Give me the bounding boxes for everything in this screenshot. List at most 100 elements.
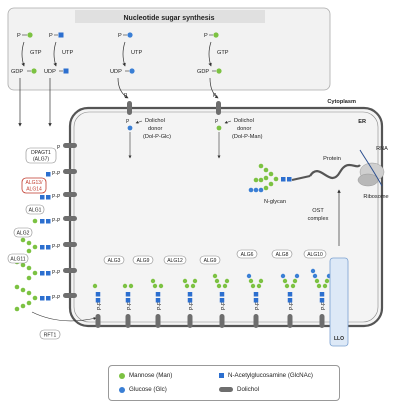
- svg-text:ALG13/: ALG13/: [26, 180, 44, 186]
- glcnac-icon: [253, 292, 259, 297]
- sugar-icon: [212, 273, 218, 279]
- sugar-icon: [92, 283, 98, 289]
- dolichol-anchor: [155, 314, 161, 328]
- svg-text:RFT1: RFT1: [44, 333, 57, 339]
- p-label-1: P: [17, 33, 21, 39]
- enzyme-dpagt1: DPAGT1 (ALG7): [25, 147, 57, 164]
- sugar-icon: [250, 283, 256, 289]
- svg-text:ALG11: ALG11: [10, 257, 25, 263]
- n-glycan-attached: [248, 163, 292, 193]
- enzyme-row: ALG3 ALG9 ALG12 ALG9 ALG6 ALG8 ALG10: [103, 249, 327, 265]
- svg-text:P-P: P-P: [52, 295, 61, 301]
- sugar-icon: [292, 278, 298, 284]
- glcnac-icon: [319, 298, 325, 303]
- ribosome-label: Ribosome: [363, 194, 388, 200]
- sugar-icon: [152, 283, 158, 289]
- glc-donor-line1: Dolichol: [145, 118, 165, 124]
- sugar-icon: [248, 278, 254, 284]
- p-label-4: P: [204, 33, 208, 39]
- sugar-icon: [258, 278, 264, 284]
- sugar-icon: [192, 278, 198, 284]
- enzyme-alg6: ALG6: [241, 252, 254, 258]
- glcnac-icon: [219, 298, 225, 303]
- svg-text:P: P: [126, 119, 130, 125]
- man-donor-line3: (Dol-P-Man): [232, 134, 263, 140]
- svg-text:P-P: P-P: [52, 244, 61, 250]
- mannose-icon: [213, 32, 219, 38]
- svg-text:P: P: [215, 119, 219, 125]
- ost-label-2: complex: [308, 216, 329, 222]
- dol-p-man-donor: P P Dolichol donor (Dol-P-Man): [213, 93, 263, 159]
- svg-text:P: P: [213, 93, 217, 99]
- legend: Mannose (Man) N-Acetylglucosamine (GlcNA…: [108, 365, 340, 401]
- legend-glucose: Glucose (Glc): [119, 386, 167, 393]
- synthesis-panel: Nucleotide sugar synthesis P GTP GDP P U…: [7, 7, 331, 91]
- sugar-icon: [314, 278, 320, 284]
- sugar-icon: [224, 278, 230, 284]
- pp-label: P-P: [189, 301, 195, 310]
- sugar-icon: [246, 273, 252, 279]
- sugar-icon: [190, 283, 196, 289]
- flip-arrow: [31, 311, 97, 322]
- glcnac-icon: [253, 298, 259, 303]
- sugar-icon: [150, 278, 156, 284]
- synthesis-arrows: [18, 77, 219, 127]
- dolichol-anchor: [219, 314, 225, 328]
- sugar-icon: [182, 278, 188, 284]
- glucose-icon: [127, 32, 133, 38]
- left-dolichols: [63, 143, 77, 298]
- n-glycan-label: N-glycan: [264, 199, 286, 205]
- mannose-icon: [119, 372, 125, 379]
- rna-strand: [359, 149, 383, 187]
- enzyme-alg1: ALG1: [25, 204, 45, 215]
- er-label: ER: [358, 119, 366, 125]
- sugar-icon: [322, 283, 328, 289]
- legend-mannose: Mannose (Man): [119, 372, 172, 379]
- sugar-icon: [284, 283, 290, 289]
- cytoplasm-label: Cytoplasm: [327, 99, 356, 105]
- enzyme-alg13-alg14: ALG13/ ALG14: [21, 177, 47, 194]
- enzyme-alg9b: ALG9: [204, 258, 217, 264]
- pp-label: P-P: [157, 301, 163, 310]
- dolichol-anchor: [253, 314, 259, 328]
- svg-text:P-P: P-P: [52, 194, 61, 200]
- sugar-icon: [216, 283, 222, 289]
- enzyme-alg2: ALG2: [13, 227, 33, 238]
- sugar-icon: [316, 283, 322, 289]
- udp-label-2: UDP: [110, 69, 122, 75]
- mannose-icon: [216, 125, 222, 131]
- sugar-icon: [222, 283, 228, 289]
- sugar-icon: [294, 273, 300, 279]
- enzyme-alg3: ALG3: [108, 258, 121, 264]
- enzyme-alg11: ALG11: [7, 253, 29, 264]
- glcnac-icon: [155, 298, 161, 303]
- glcnac-icon: [287, 292, 293, 297]
- svg-text:P: P: [124, 93, 128, 99]
- sugar-icon: [158, 283, 164, 289]
- utp-label-2: UTP: [131, 50, 142, 56]
- glc-donor-line2: donor: [148, 126, 162, 132]
- glucose-icon: [129, 68, 135, 74]
- glcnac-icon: [219, 373, 224, 378]
- man-donor-line1: Dolichol: [234, 118, 254, 124]
- protein-label: Protein: [323, 156, 341, 162]
- sugar-icon: [312, 273, 318, 279]
- dolichol-anchor: [125, 314, 131, 328]
- sugar-icon: [290, 283, 296, 289]
- mannose-icon: [27, 32, 33, 38]
- enzyme-alg9a: ALG9: [137, 258, 150, 264]
- enzyme-alg8: ALG8: [276, 252, 289, 258]
- sugar-icon: [128, 283, 134, 289]
- gtp-label-1: GTP: [30, 50, 42, 56]
- svg-text:P-P: P-P: [52, 218, 61, 224]
- glcnac-icon: [219, 292, 225, 297]
- glcnac-icon: [125, 298, 131, 303]
- pp-label: P-P: [221, 301, 227, 310]
- svg-text:(ALG7): (ALG7): [33, 157, 49, 163]
- svg-text:ALG1: ALG1: [29, 208, 42, 214]
- glcnac-icon: [58, 32, 64, 38]
- enzyme-alg12: ALG12: [167, 258, 183, 264]
- dolichol-anchor: [319, 314, 325, 328]
- legend-dolichol: Dolichol: [219, 386, 259, 393]
